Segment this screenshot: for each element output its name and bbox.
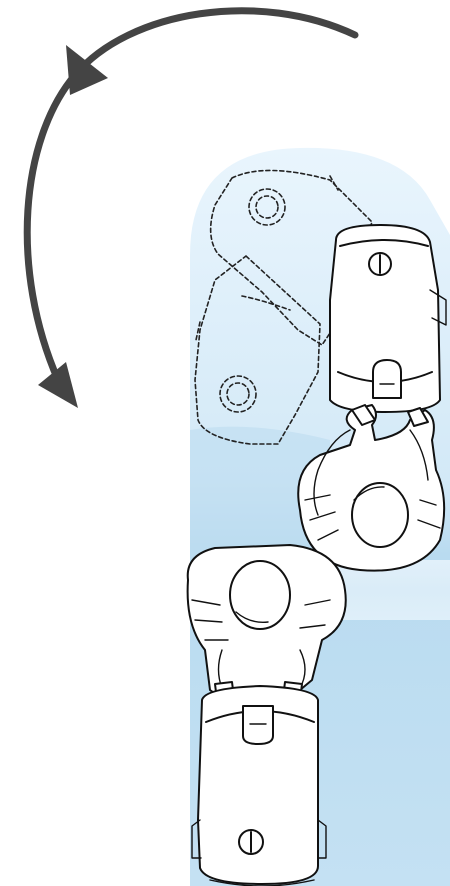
rotate-arc-arrow-icon: [23, 7, 359, 408]
upper-machine: [329, 224, 447, 413]
person-topdown-icon: [297, 404, 446, 572]
lower-machine: [191, 685, 327, 886]
person-topdown-icon: [186, 544, 347, 701]
